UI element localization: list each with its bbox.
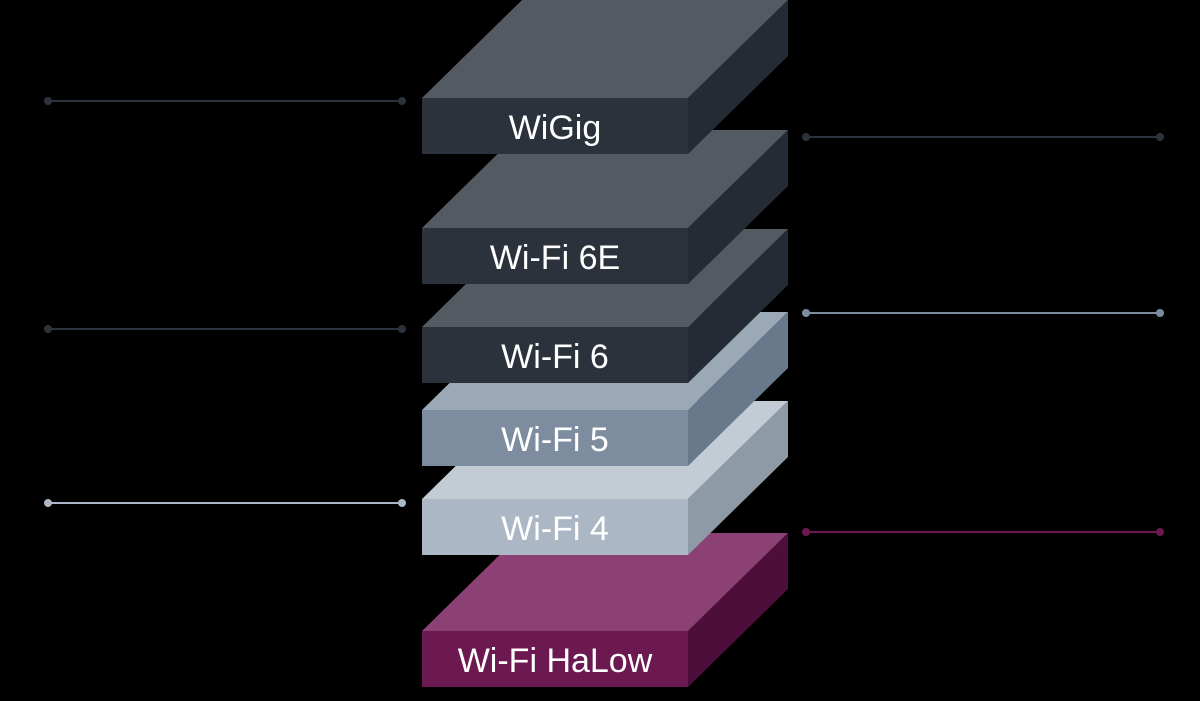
callout-right-wifi-halow <box>802 528 1164 536</box>
callout-dot <box>802 133 810 141</box>
wifi-halow-front-face <box>422 631 688 687</box>
callout-left-wifi6 <box>44 325 406 333</box>
wifi-halow-top-face <box>422 533 788 631</box>
callout-dot <box>1156 133 1164 141</box>
wifi5-label: Wi-Fi 5 <box>501 421 609 459</box>
callout-dot <box>1156 528 1164 536</box>
wigig-top-face <box>422 0 788 98</box>
wifi4-front-face <box>422 499 688 555</box>
wifi-halow-side-face <box>688 533 788 687</box>
slab-wifi-halow: Wi-Fi HaLow <box>422 533 788 687</box>
callout-dot <box>1156 309 1164 317</box>
slab-wifi6e: Wi-Fi 6E <box>422 130 788 284</box>
wifi-halow-label: Wi-Fi HaLow <box>458 642 653 680</box>
wifi6e-side-face <box>688 130 788 284</box>
callout-left-wifi4 <box>44 499 406 507</box>
callout-dot <box>802 309 810 317</box>
callout-right-wifi6e <box>802 133 1164 141</box>
callout-dot <box>44 97 52 105</box>
callout-dot <box>802 528 810 536</box>
callout-dot <box>44 499 52 507</box>
callout-left-wigig <box>44 97 406 105</box>
wifi6-side-face <box>688 229 788 383</box>
wifi4-side-face <box>688 401 788 555</box>
slab-wigig: WiGig <box>422 0 788 154</box>
wigig-side-face <box>688 0 788 154</box>
wifi4-label: Wi-Fi 4 <box>501 510 609 548</box>
wifi6e-label: Wi-Fi 6E <box>490 239 620 277</box>
wifi6e-front-face <box>422 228 688 284</box>
wigig-front-face <box>422 98 688 154</box>
callout-dot <box>44 325 52 333</box>
callout-right-wifi5 <box>802 309 1164 317</box>
callout-dot <box>398 499 406 507</box>
wifi6-front-face <box>422 327 688 383</box>
wifi6e-top-face <box>422 130 788 228</box>
callout-dot <box>398 325 406 333</box>
wifi5-front-face <box>422 410 688 466</box>
wifi5-side-face <box>688 312 788 466</box>
callout-dot <box>398 97 406 105</box>
wifi6-label: Wi-Fi 6 <box>501 338 609 376</box>
wigig-label: WiGig <box>509 109 602 147</box>
